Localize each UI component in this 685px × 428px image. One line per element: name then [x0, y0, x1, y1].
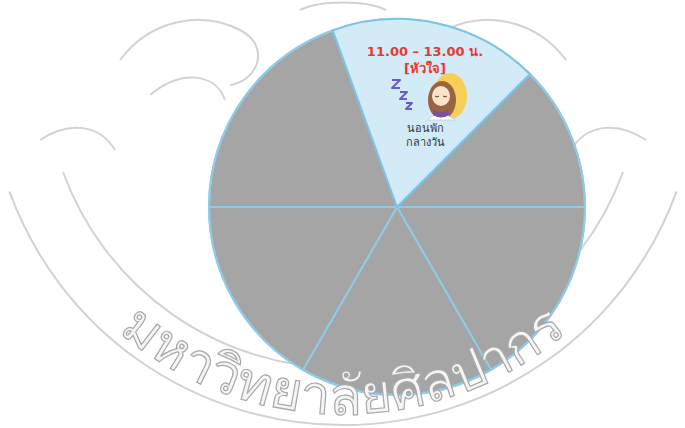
seal-ornament	[120, 20, 258, 85]
sleep-z	[400, 92, 407, 99]
seal-ornament	[571, 128, 646, 150]
watermark: มหาวิทยาลัยศิลปากร	[111, 292, 576, 427]
seal-ornament	[300, 3, 386, 11]
scarf	[433, 110, 449, 118]
closed-eyes	[435, 96, 447, 97]
activity-label: นอนพัก กลางวัน	[395, 122, 455, 150]
sector-shape	[333, 19, 530, 207]
seal-ornament	[150, 78, 225, 100]
seal-watermark	[9, 3, 676, 426]
hair	[428, 81, 456, 119]
sleep-z	[392, 80, 400, 88]
time-range: 11.00 – 13.00 น.	[367, 44, 483, 60]
watermark-text: มหาวิทยาลัยศิลปากร	[111, 292, 576, 427]
organ-name: [หัวใจ]	[404, 61, 446, 77]
seal-ornament	[40, 128, 115, 150]
sleep-z	[406, 103, 412, 109]
sleep-symbol	[392, 80, 412, 109]
sleeping-woman	[392, 73, 467, 120]
face	[432, 86, 450, 106]
